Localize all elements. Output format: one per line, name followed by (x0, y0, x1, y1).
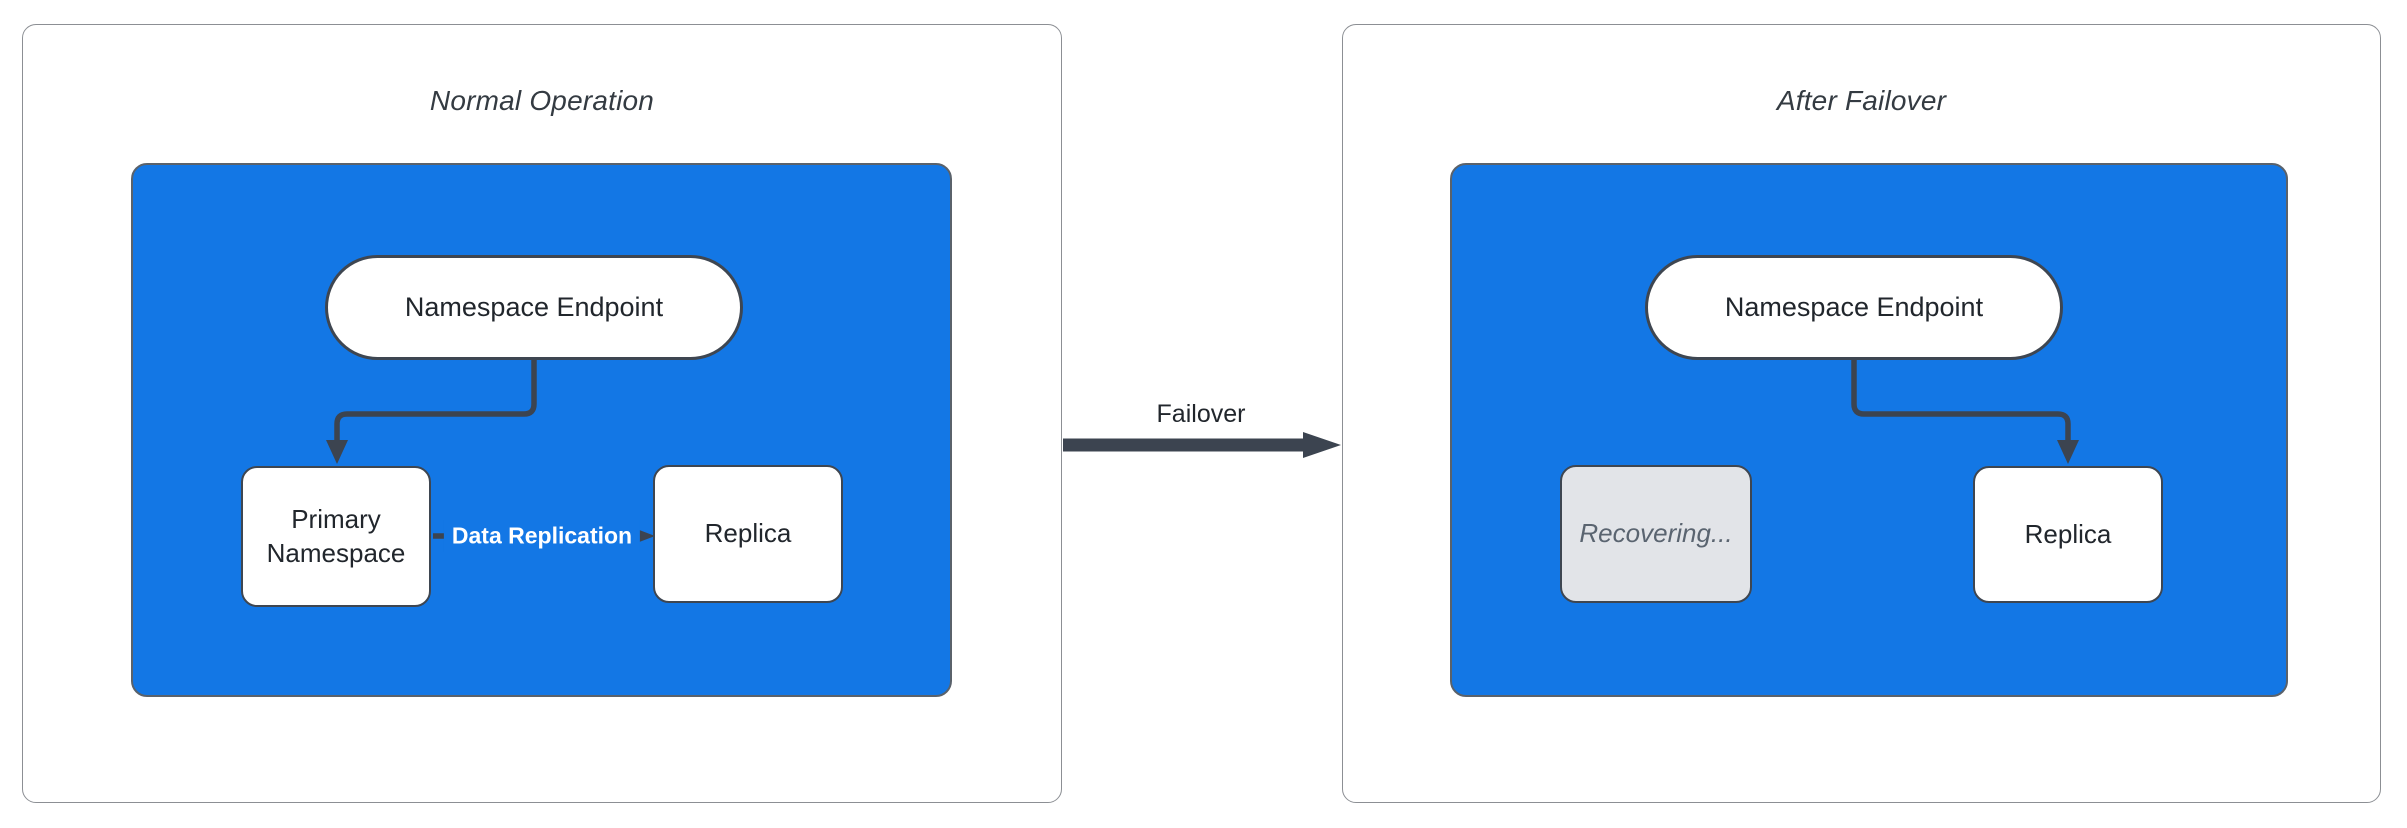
edge-label-failover: Failover (1156, 400, 1246, 428)
cluster-normal-operation (131, 163, 952, 697)
edge-label-data-replication: Data Replication (443, 519, 641, 553)
node-primary-namespace-label: Primary Namespace (266, 503, 406, 568)
node-namespace-endpoint-left: Namespace Endpoint (325, 255, 743, 360)
node-namespace-endpoint-left-label: Namespace Endpoint (404, 292, 664, 322)
cluster-after-failover (1450, 163, 2288, 697)
node-replica-left: Replica (653, 465, 843, 603)
node-namespace-endpoint-right-label: Namespace Endpoint (1724, 292, 1984, 322)
edge-failover-arrow (1063, 432, 1341, 458)
node-replica-left-label: Replica (704, 518, 792, 549)
node-primary-namespace: Primary Namespace (241, 466, 431, 607)
node-replica-right: Replica (1973, 466, 2163, 603)
panel-title-after-failover: After Failover (1776, 85, 1947, 116)
panel-title-normal-operation: Normal Operation (429, 85, 655, 116)
node-replica-right-label: Replica (2024, 518, 2112, 549)
node-namespace-endpoint-right: Namespace Endpoint (1645, 255, 2063, 360)
node-recovering: Recovering... (1560, 465, 1752, 603)
node-recovering-label: Recovering... (1579, 518, 1733, 549)
